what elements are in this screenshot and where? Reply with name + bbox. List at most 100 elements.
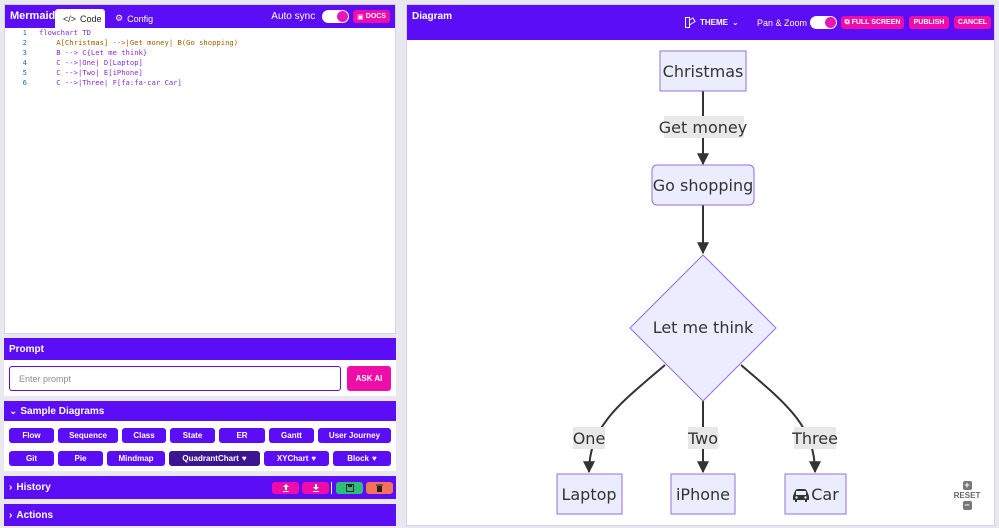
zoom-out-button[interactable]: − bbox=[962, 500, 972, 510]
zoom-reset-button[interactable]: RESET bbox=[953, 491, 981, 500]
autosync-toggle[interactable] bbox=[322, 10, 349, 23]
docs-button[interactable]: ▣ DOCS bbox=[353, 10, 390, 23]
sample-block-button[interactable]: Block ♥ bbox=[333, 451, 391, 466]
code-text: A[Christmas] -->|Get money| B(Go shoppin… bbox=[39, 38, 239, 47]
sample-diagrams-title: Sample Diagrams bbox=[20, 405, 105, 417]
edge-label-three: Three bbox=[791, 429, 838, 448]
editor-tab-bar: Mermaid </> Code ⚙ Config Auto sync ▣ DO… bbox=[5, 5, 395, 28]
node-let-me-think[interactable] bbox=[629, 254, 777, 402]
code-line: 6 C -->|Three| F[fa:fa-car Car] bbox=[5, 78, 395, 88]
node-go-shopping-label: Go shopping bbox=[653, 176, 754, 195]
line-number: 3 bbox=[22, 48, 27, 57]
autosync-label: Auto sync bbox=[271, 11, 316, 23]
fullscreen-label: FULL SCREEN bbox=[851, 19, 901, 26]
zoom-in-button[interactable]: + bbox=[962, 480, 972, 490]
zoom-controls: + RESET − bbox=[952, 481, 982, 510]
history-delete-button[interactable] bbox=[366, 482, 393, 494]
history-bar[interactable]: › History bbox=[4, 476, 396, 499]
sample-git-button[interactable]: Git bbox=[9, 451, 54, 466]
line-number: 6 bbox=[22, 78, 27, 87]
history-upload-button[interactable] bbox=[272, 482, 299, 494]
diagram-title: Diagram bbox=[412, 11, 453, 22]
chevron-down-icon: ⌄ bbox=[9, 405, 18, 417]
brand-logo[interactable]: Mermaid bbox=[10, 10, 56, 22]
sample-pie-button[interactable]: Pie bbox=[58, 451, 103, 466]
prompt-input[interactable]: Enter prompt bbox=[9, 366, 341, 391]
flowchart-canvas[interactable]: Get money One Two Three Christmas Go sho… bbox=[407, 40, 994, 525]
edge-label-one-bg bbox=[573, 427, 605, 449]
edge-label-get-money: Get money bbox=[659, 118, 747, 137]
theme-button[interactable]: THEME ⌄ bbox=[685, 17, 739, 28]
actions-title: › Actions bbox=[9, 504, 53, 526]
edge-think-laptop bbox=[583, 364, 666, 474]
history-save-button[interactable] bbox=[336, 482, 363, 494]
edge-think-car bbox=[740, 364, 821, 474]
tab-config-label: Config bbox=[127, 13, 154, 24]
code-text: B --> C{Let me think} bbox=[39, 48, 148, 57]
panzoom-control: Pan & Zoom bbox=[757, 16, 838, 29]
code-text: flowchart TD bbox=[39, 28, 91, 37]
heart-icon: ♥ bbox=[241, 454, 247, 463]
external-link-icon: ⧉ bbox=[844, 18, 850, 26]
code-text: C -->|Two| E[iPhone] bbox=[39, 68, 143, 77]
gears-icon: ⚙ bbox=[115, 13, 124, 23]
tab-config[interactable]: ⚙ Config bbox=[107, 9, 157, 28]
node-christmas[interactable] bbox=[659, 50, 747, 92]
node-laptop[interactable] bbox=[556, 473, 623, 515]
edge-label-three-bg bbox=[794, 427, 836, 449]
line-number: 1 bbox=[22, 28, 27, 37]
tab-code[interactable]: </> Code bbox=[55, 9, 105, 28]
sample-mindmap-button[interactable]: Mindmap bbox=[107, 451, 165, 466]
sample-quadrantchart-button[interactable]: QuadrantChart ♥ bbox=[169, 451, 260, 466]
prompt-header: Prompt bbox=[4, 338, 396, 360]
history-title: › History bbox=[9, 476, 51, 499]
sample-quadrantchart-label: QuadrantChart bbox=[182, 454, 239, 463]
tab-code-label: Code bbox=[80, 13, 102, 24]
chevron-right-icon: › bbox=[9, 509, 13, 521]
node-go-shopping[interactable] bbox=[651, 164, 755, 206]
sample-xychart-label: XYChart bbox=[276, 454, 309, 463]
node-iphone[interactable] bbox=[670, 473, 736, 515]
autosync-control: Auto sync bbox=[271, 10, 349, 23]
sample-er-button[interactable]: ER bbox=[219, 428, 265, 443]
history-label: History bbox=[16, 482, 51, 493]
sample-class-button[interactable]: Class bbox=[122, 428, 166, 443]
trash-icon bbox=[376, 484, 383, 492]
diagram-panel: Diagram THEME ⌄ Pan & Zoom ⧉ FULL SCREEN… bbox=[406, 4, 995, 526]
sample-sequence-button[interactable]: Sequence bbox=[58, 428, 118, 443]
cancel-button[interactable]: CANCEL bbox=[954, 16, 991, 29]
publish-button[interactable]: PUBLISH bbox=[909, 16, 949, 29]
heart-icon: ♥ bbox=[311, 454, 317, 463]
history-separator bbox=[331, 482, 332, 494]
edge-label-get-money-bg bbox=[664, 116, 744, 138]
download-icon bbox=[312, 484, 319, 492]
car-icon bbox=[793, 489, 809, 502]
line-number: 4 bbox=[22, 58, 27, 67]
chevron-right-icon: › bbox=[9, 482, 13, 493]
line-number: 5 bbox=[22, 68, 27, 77]
line-number: 2 bbox=[22, 38, 27, 47]
edge-label-two-bg bbox=[688, 427, 718, 449]
sample-state-button[interactable]: State bbox=[170, 428, 215, 443]
sample-diagrams-header[interactable]: ⌄ Sample Diagrams bbox=[4, 401, 396, 421]
actions-label: Actions bbox=[16, 509, 54, 521]
code-icon: </> bbox=[63, 13, 77, 24]
node-car-label: Car bbox=[811, 485, 839, 504]
history-download-button[interactable] bbox=[302, 482, 329, 494]
code-line: 2 A[Christmas] -->|Get money| B(Go shopp… bbox=[5, 38, 395, 48]
save-icon bbox=[345, 484, 354, 492]
editor-panel: Mermaid </> Code ⚙ Config Auto sync ▣ DO… bbox=[4, 4, 396, 334]
heart-icon: ♥ bbox=[372, 454, 377, 463]
sample-user-journey-button[interactable]: User Journey bbox=[318, 428, 391, 443]
sample-flow-button[interactable]: Flow bbox=[9, 428, 54, 443]
panzoom-label: Pan & Zoom bbox=[757, 17, 808, 28]
upload-icon bbox=[282, 484, 289, 492]
sample-xychart-button[interactable]: XYChart ♥ bbox=[264, 451, 329, 466]
actions-bar[interactable]: › Actions bbox=[4, 504, 396, 526]
code-line: 4 C -->|One| D[Laptop] bbox=[5, 58, 395, 68]
panzoom-toggle[interactable] bbox=[810, 16, 838, 29]
code-editor[interactable]: 1 flowchart TD 2 A[Christmas] -->|Get mo… bbox=[5, 28, 395, 333]
sample-gantt-button[interactable]: Gantt bbox=[269, 428, 314, 443]
fullscreen-button[interactable]: ⧉ FULL SCREEN bbox=[841, 16, 904, 29]
ask-ai-button[interactable]: ASK AI bbox=[347, 366, 391, 391]
